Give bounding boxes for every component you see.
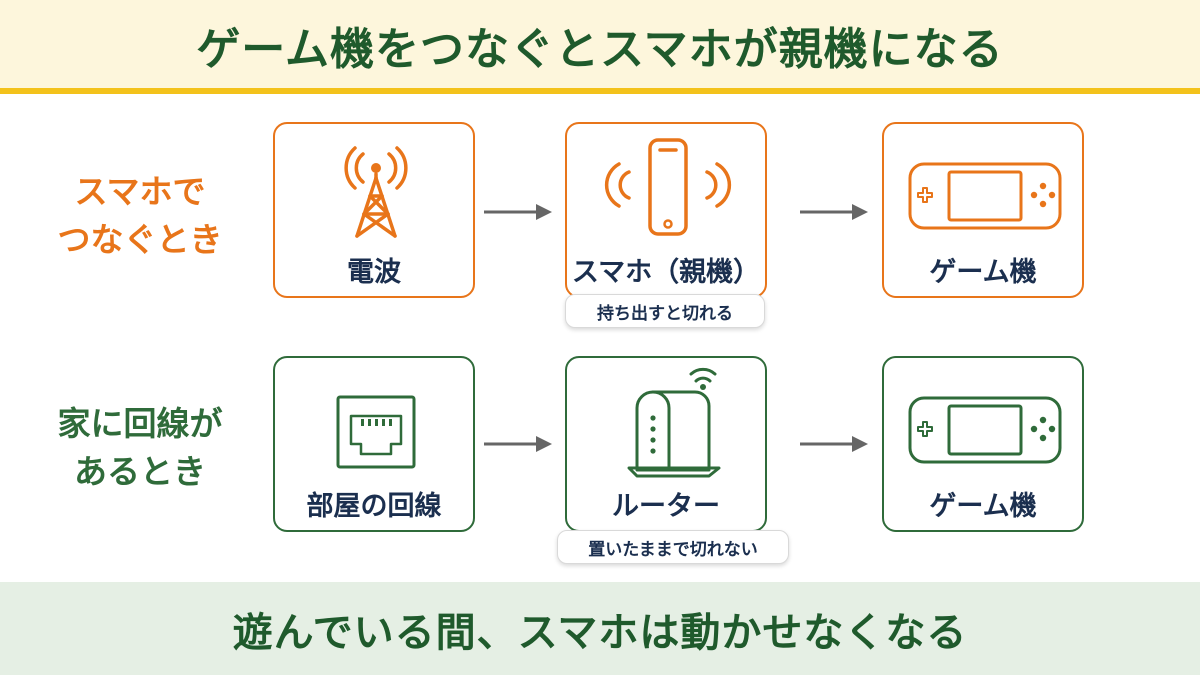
arrow-right-icon <box>800 204 868 220</box>
row-label-line: スマホで <box>74 172 206 211</box>
router-icon <box>627 367 721 478</box>
footer-message: 遊んでいる間、スマホは動かせなくなる <box>232 609 968 656</box>
node-label: 電波 <box>347 257 401 288</box>
note-badge: 置いたままで切れない <box>557 530 789 564</box>
node-label: 部屋の回線 <box>306 491 442 522</box>
game-console-icon <box>908 162 1062 230</box>
node-label: ゲーム機 <box>929 491 1037 522</box>
node-smartphone: スマホ（親機） <box>565 122 767 298</box>
lan-port-icon <box>336 395 416 469</box>
arrow-right-icon <box>800 436 868 452</box>
node-label: スマホ（親機） <box>571 257 761 288</box>
node-label: ゲーム機 <box>929 257 1037 288</box>
row-label-home-line: 家に回線が あるとき <box>30 400 250 496</box>
arrow-right-icon <box>484 436 552 452</box>
node-room-line: 部屋の回線 <box>273 356 475 532</box>
node-radio-waves: 電波 <box>273 122 475 298</box>
header-banner: ゲーム機をつなぐとスマホが親機になる <box>0 0 1200 90</box>
node-router: ルーター <box>565 356 767 532</box>
page-title: ゲーム機をつなぐとスマホが親機になる <box>196 24 1004 75</box>
header-divider <box>0 88 1200 94</box>
node-game-console: ゲーム機 <box>882 356 1084 532</box>
radio-tower-icon <box>344 146 408 238</box>
row-label-line: あるとき <box>74 452 206 491</box>
row-label-smartphone: スマホで つなぐとき <box>40 168 240 264</box>
arrow-right-icon <box>484 204 552 220</box>
footer-banner: 遊んでいる間、スマホは動かせなくなる <box>0 582 1200 675</box>
row-label-line: 家に回線が <box>57 404 223 443</box>
note-badge: 持ち出すと切れる <box>565 294 765 328</box>
node-game-console: ゲーム機 <box>882 122 1084 298</box>
node-label: ルーター <box>612 491 720 522</box>
smartphone-icon <box>604 138 732 236</box>
game-console-icon <box>908 396 1062 464</box>
row-label-line: つなぐとき <box>57 220 223 259</box>
